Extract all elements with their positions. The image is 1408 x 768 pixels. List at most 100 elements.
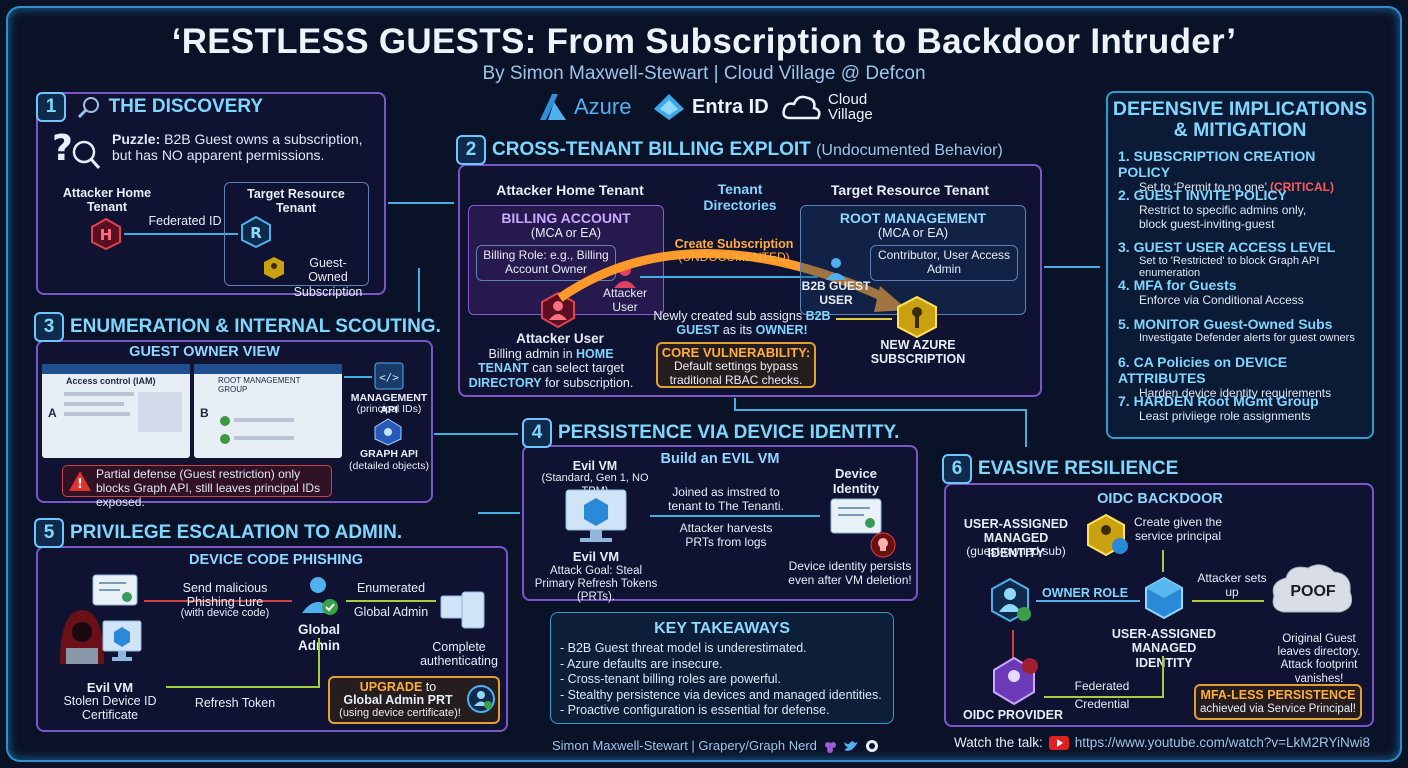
joined-arrow	[650, 515, 820, 517]
b2b-guest-user-icon	[826, 258, 846, 280]
owner-role-label: OWNER ROLE	[1041, 586, 1129, 600]
federated-cred-arrow	[1044, 696, 1164, 698]
defense-title-2: & MITIGATION	[1173, 119, 1307, 141]
resource-tenant-hex-icon: R	[241, 216, 271, 248]
root-mca-label: (MCA or EA)	[877, 226, 949, 240]
uami-label: USER-ASSIGNED MANAGED IDENTITY	[1111, 627, 1217, 670]
graph-api-label: GRAPH API	[360, 448, 418, 460]
svg-text:R: R	[250, 224, 262, 242]
certificate-icon	[830, 498, 882, 534]
twitter-icon[interactable]	[843, 739, 859, 753]
takeaways-panel	[550, 612, 894, 724]
device-identity-label: Device Identity	[832, 466, 880, 496]
s2-s3-connector	[418, 268, 420, 312]
svg-text:!: !	[77, 477, 83, 492]
guest-owned-sub-label: Guest-Owned Subscription	[293, 256, 363, 299]
credential-label: Credential	[1074, 697, 1130, 711]
target-tenant-box	[224, 182, 369, 286]
target-tenant-label: Target Resource Tenant	[247, 187, 345, 216]
s5-evil-vm-label: Evil VM	[86, 680, 134, 695]
devices-icon	[440, 591, 485, 629]
grape-icon	[824, 741, 836, 753]
takeaways-list: - B2B Guest threat model is underestimat…	[560, 641, 890, 719]
warning-icon: !	[69, 471, 91, 492]
phish-arrow	[144, 600, 292, 602]
complete-auth-label: Complete authenticating	[420, 640, 498, 669]
billing-role-box	[476, 245, 616, 281]
new-sub-assigns-text: Newly created sub assigns B2B GUEST as i…	[653, 309, 831, 338]
managed-identity-key-icon	[1087, 514, 1128, 556]
evil-vm-top-label: Evil VM	[572, 459, 618, 473]
attack-goal-text: Attack Goal: Steal Primary Refresh Token…	[534, 565, 658, 604]
entra-icon	[654, 94, 684, 120]
s4-s5-connector	[478, 512, 520, 514]
target-resource-tenant-heading: Target Resource Tenant	[830, 182, 990, 198]
cloud-village-logo: Cloud Village	[782, 92, 888, 122]
s2-defense-connector	[1044, 266, 1100, 268]
page-frame	[6, 6, 1402, 762]
refresh-arrow	[166, 686, 320, 688]
s2-s6-connector-b	[734, 409, 1026, 411]
defense-title-1: DEFENSIVE IMPLICATIONS	[1112, 98, 1368, 120]
owner-arrow	[836, 318, 892, 320]
mfa-less-title: MFA-LESS PERSISTENCE	[1200, 688, 1356, 702]
orig-guest-text: Original Guest leaves directory. Attack …	[1277, 633, 1361, 685]
attacker-home-tenant-label: Attacker Home Tenant	[62, 186, 152, 215]
home-tenant-hex-icon: H	[91, 218, 121, 250]
guest-owner-view-label: GUEST OWNER VIEW	[129, 344, 280, 360]
poof-cloud-icon	[1272, 564, 1353, 613]
warning-text: Partial defense (Guest restriction) only…	[96, 467, 321, 509]
s1-s2-connector	[388, 202, 454, 204]
attacker-sets-label: Attacker sets up	[1197, 571, 1267, 599]
upgrade-target: Global Admin PRT	[343, 693, 453, 707]
takeaway-item: - B2B Guest threat model is underestimat…	[560, 641, 807, 655]
oidc-provider-icon	[993, 656, 1038, 706]
entra-logo: Entra ID	[652, 92, 769, 122]
magnifier-icon	[78, 96, 100, 119]
youtube-icon[interactable]	[1048, 735, 1069, 750]
billing-admin-text: Billing admin in HOME TENANT can select …	[468, 347, 634, 390]
mgmt-api-arrow	[344, 376, 372, 378]
svg-text:</>: </>	[379, 371, 399, 384]
svg-text:H: H	[100, 226, 113, 244]
skull-icon	[870, 532, 896, 558]
owner-user-icon	[991, 578, 1031, 623]
oidc-provider-label: OIDC PROVIDER	[962, 708, 1063, 722]
upgrade-box	[328, 676, 500, 724]
takeaway-item: - Stealthy persistence via devices and m…	[560, 687, 882, 702]
hacker-icon	[60, 610, 104, 664]
federated-label: Federated	[1074, 679, 1130, 693]
enumerated-arrow	[346, 600, 436, 602]
core-vuln-box	[656, 342, 816, 388]
federated-arrow	[124, 233, 238, 235]
evil-vm-label: Evil VM	[572, 549, 620, 564]
uami-cube-icon	[1145, 576, 1183, 620]
device-code-phishing-label: DEVICE CODE PHISHING	[188, 552, 364, 568]
harvests-text: Attacker harvests PRTs from logs	[679, 521, 773, 549]
mfa-less-box	[1194, 684, 1362, 720]
persists-text: Device identity persists even after VM d…	[788, 559, 912, 587]
github-icon[interactable]	[865, 739, 879, 753]
youtube-link[interactable]: https://www.youtube.com/watch?v=LkM2RYiN…	[1074, 735, 1371, 750]
s2-s6-connector-a	[734, 398, 736, 410]
attacker-home-tenant-heading: Attacker Home Tenant	[496, 182, 644, 198]
panel-a-screenshot: Access control (IAM) A	[42, 364, 190, 458]
joined-text: Joined as imstred to tenant to The Tenan…	[668, 485, 784, 513]
svg-text:?: ?	[52, 130, 73, 169]
root-management-title: ROOT MANAGEMENT	[839, 210, 987, 226]
upgrade-text: UPGRADE to	[359, 680, 437, 694]
takeaway-item: - Proactive configuration is essential f…	[560, 703, 830, 717]
question-magnifier-icon: ?	[52, 130, 101, 169]
create-arrow	[1162, 550, 1164, 572]
oidc-backdoor-label: OIDC BACKDOOR	[1097, 491, 1223, 507]
footer-watch: Watch the talk: https://www.youtube.com/…	[954, 735, 1371, 750]
send-lure-text: Send malicious Phishing Lure	[182, 581, 268, 610]
defense-panel	[1106, 91, 1374, 439]
core-vuln-text: Default settings bypass traditional RBAC…	[669, 359, 803, 387]
